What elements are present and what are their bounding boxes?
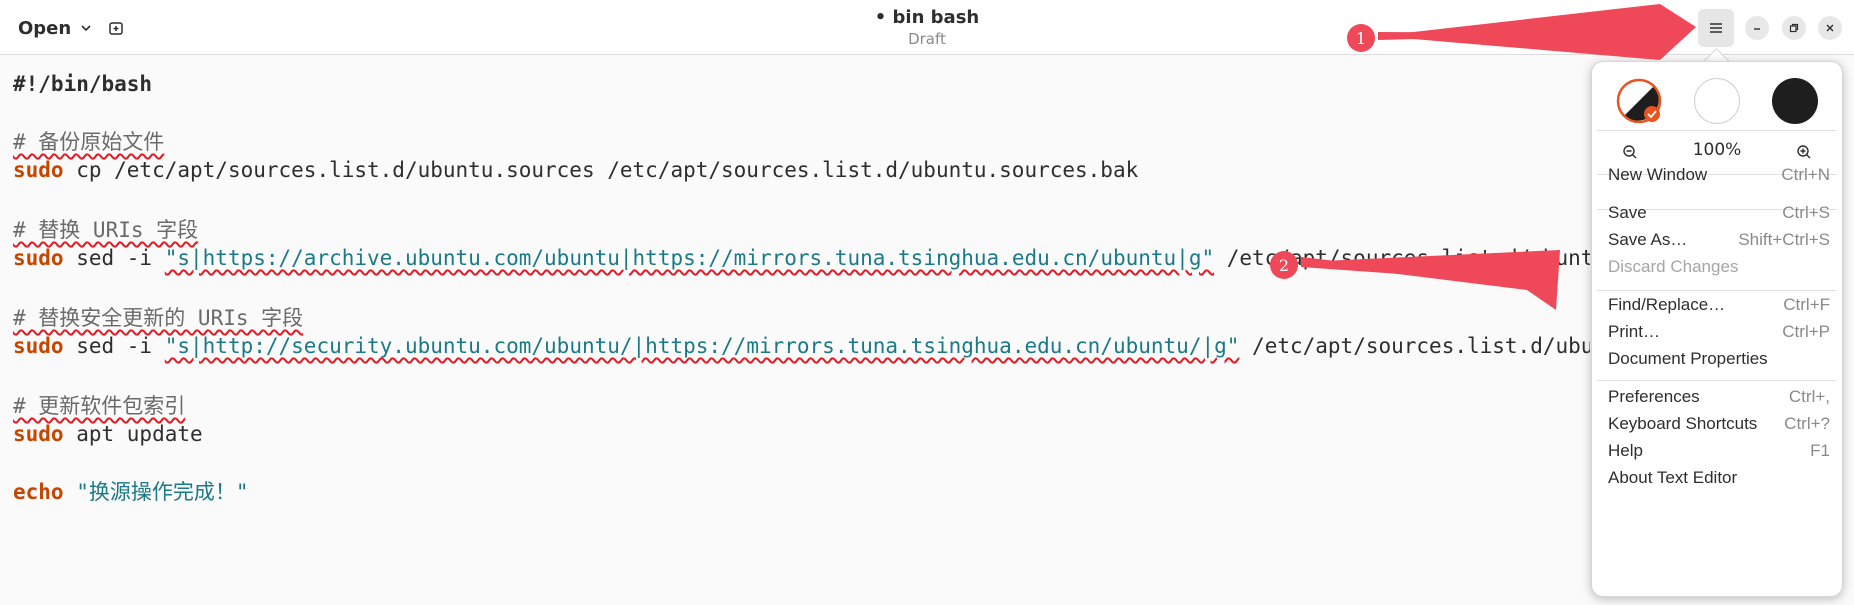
code-line-15: echo "换源操作完成！" xyxy=(13,478,249,506)
zoom-level[interactable]: 100% xyxy=(1692,140,1742,160)
code-line-1: #!/bin/bash xyxy=(13,70,152,98)
menu-item-new-window[interactable]: New Window Ctrl+N xyxy=(1592,161,1842,189)
close-icon xyxy=(1826,24,1834,32)
hamburger-menu-icon xyxy=(1710,23,1722,33)
code-line-13: sudo apt update xyxy=(13,420,203,448)
code-line-4: sudo cp /etc/apt/sources.list.d/ubuntu.s… xyxy=(13,156,1138,184)
zoom-in-icon xyxy=(1797,145,1811,159)
theme-light[interactable] xyxy=(1694,78,1740,124)
code-text: /etc/apt/sources.list.d/ubuntu.so xyxy=(1226,246,1590,270)
menu-item-discard-changes: Discard Changes xyxy=(1592,253,1842,281)
menu-item-keyboard-shortcuts[interactable]: Keyboard Shortcuts Ctrl+? xyxy=(1592,410,1842,438)
zoom-out-icon xyxy=(1623,145,1637,159)
restore-button[interactable] xyxy=(1782,16,1806,40)
menu-item-save-as[interactable]: Save As… Shift+Ctrl+S xyxy=(1592,226,1842,254)
new-tab-button[interactable] xyxy=(102,14,130,42)
menu-separator xyxy=(1597,209,1837,210)
code-text: sed -i xyxy=(63,246,165,270)
text-editor[interactable]: #!/bin/bash # 备份原始文件 sudo cp /etc/apt/so… xyxy=(0,56,1590,605)
code-line-9: # 替换安全更新的 URIs 字段 xyxy=(13,304,303,332)
minimize-button[interactable] xyxy=(1745,16,1769,40)
menu-item-accelerator: Shift+Ctrl+S xyxy=(1738,230,1830,249)
menu-item-accelerator: Ctrl+F xyxy=(1783,295,1830,314)
zoom-row: 100% xyxy=(1592,134,1842,170)
code-line-12: # 更新软件包索引 xyxy=(13,392,185,420)
menu-separator xyxy=(1597,290,1837,291)
menu-item-accelerator: Ctrl+N xyxy=(1781,165,1830,184)
keyword: sudo xyxy=(13,158,64,182)
menu-item-label: New Window xyxy=(1608,165,1708,184)
window-title-area: • bin bash Draft xyxy=(0,7,1854,49)
menu-item-accelerator: Ctrl+, xyxy=(1788,387,1830,406)
string-literal: "s|https://archive.ubuntu.com/ubuntu|htt… xyxy=(164,246,1215,270)
keyword: sudo xyxy=(13,422,64,446)
keyword: sudo xyxy=(13,334,64,358)
code-text: cp /etc/apt/sources.list.d/ubuntu.source… xyxy=(63,158,1139,182)
menu-item-label: About Text Editor xyxy=(1608,468,1738,487)
open-button-label: Open xyxy=(18,17,72,39)
comment: # 替换安全更新的 URIs 字段 xyxy=(13,306,304,330)
main-menu-button[interactable] xyxy=(1698,9,1734,47)
comment: # 替换 URIs 字段 xyxy=(13,218,199,242)
code-text: /etc/apt/sources.list.d/ubuntu.sou xyxy=(1252,334,1590,358)
menu-item-label: Find/Replace… xyxy=(1608,295,1726,314)
menu-item-label: Document Properties xyxy=(1608,349,1768,368)
string-literal: "s|http://security.ubuntu.com/ubuntu/|ht… xyxy=(164,334,1240,358)
header-bar: Open • bin bash Draft xyxy=(0,0,1854,55)
code-text: sed -i xyxy=(63,334,165,358)
code-line-6: # 替换 URIs 字段 xyxy=(13,216,198,244)
menu-item-accelerator: Ctrl+P xyxy=(1782,322,1830,341)
keyword: echo xyxy=(13,480,64,504)
menu-item-label: Print… xyxy=(1608,322,1660,341)
menu-separator xyxy=(1597,174,1837,175)
menu-item-print[interactable]: Print… Ctrl+P xyxy=(1592,318,1842,346)
menu-item-document-properties[interactable]: Document Properties xyxy=(1592,345,1842,373)
keyword: sudo xyxy=(13,246,64,270)
open-button[interactable]: Open xyxy=(10,12,101,44)
document-title: • bin bash xyxy=(874,7,980,28)
zoom-out-button[interactable] xyxy=(1618,140,1642,164)
close-button[interactable] xyxy=(1818,16,1842,40)
code-text: apt update xyxy=(63,422,203,446)
menu-item-label: Preferences xyxy=(1608,387,1700,406)
zoom-in-button[interactable] xyxy=(1792,140,1816,164)
code-line-10: sudo sed -i "s|http://security.ubuntu.co… xyxy=(13,332,1590,360)
comment: # 备份原始文件 xyxy=(13,130,165,154)
menu-item-label: Discard Changes xyxy=(1608,257,1739,276)
shebang: #!/bin/bash xyxy=(13,72,153,96)
menu-item-label: Save xyxy=(1608,203,1647,222)
menu-item-help[interactable]: Help F1 xyxy=(1592,437,1842,465)
theme-dark[interactable] xyxy=(1772,78,1818,124)
menu-separator xyxy=(1597,130,1837,131)
menu-separator xyxy=(1597,380,1837,381)
menu-item-label: Save As… xyxy=(1608,230,1688,249)
main-menu-popover: 100% New Window Ctrl+N Save Ctrl+S Save As… xyxy=(1591,61,1843,597)
restore-icon xyxy=(1789,23,1799,33)
code-line-3: # 备份原始文件 xyxy=(13,128,164,156)
menu-item-label: Help xyxy=(1608,441,1643,460)
theme-follow-system[interactable] xyxy=(1616,78,1662,124)
chevron-down-icon xyxy=(81,25,91,32)
menu-item-about[interactable]: About Text Editor xyxy=(1592,464,1842,492)
menu-item-accelerator: Ctrl+S xyxy=(1782,203,1830,222)
code-line-7: sudo sed -i "s|https://archive.ubuntu.co… xyxy=(13,244,1590,272)
follow-system-swatch xyxy=(1616,78,1662,124)
checkmark-icon xyxy=(1647,110,1657,119)
menu-item-accelerator: Ctrl+? xyxy=(1784,414,1830,433)
menu-item-label: Keyboard Shortcuts xyxy=(1608,414,1758,433)
string-literal: "换源操作完成！" xyxy=(76,480,249,504)
document-subtitle: Draft xyxy=(908,30,946,48)
minimize-icon xyxy=(1754,28,1760,30)
new-tab-icon xyxy=(109,22,123,35)
menu-item-accelerator: F1 xyxy=(1810,441,1830,460)
comment: # 更新软件包索引 xyxy=(13,394,186,418)
menu-item-save[interactable]: Save Ctrl+S xyxy=(1592,199,1842,227)
menu-item-preferences[interactable]: Preferences Ctrl+, xyxy=(1592,383,1842,411)
menu-item-find-replace[interactable]: Find/Replace… Ctrl+F xyxy=(1592,291,1842,319)
